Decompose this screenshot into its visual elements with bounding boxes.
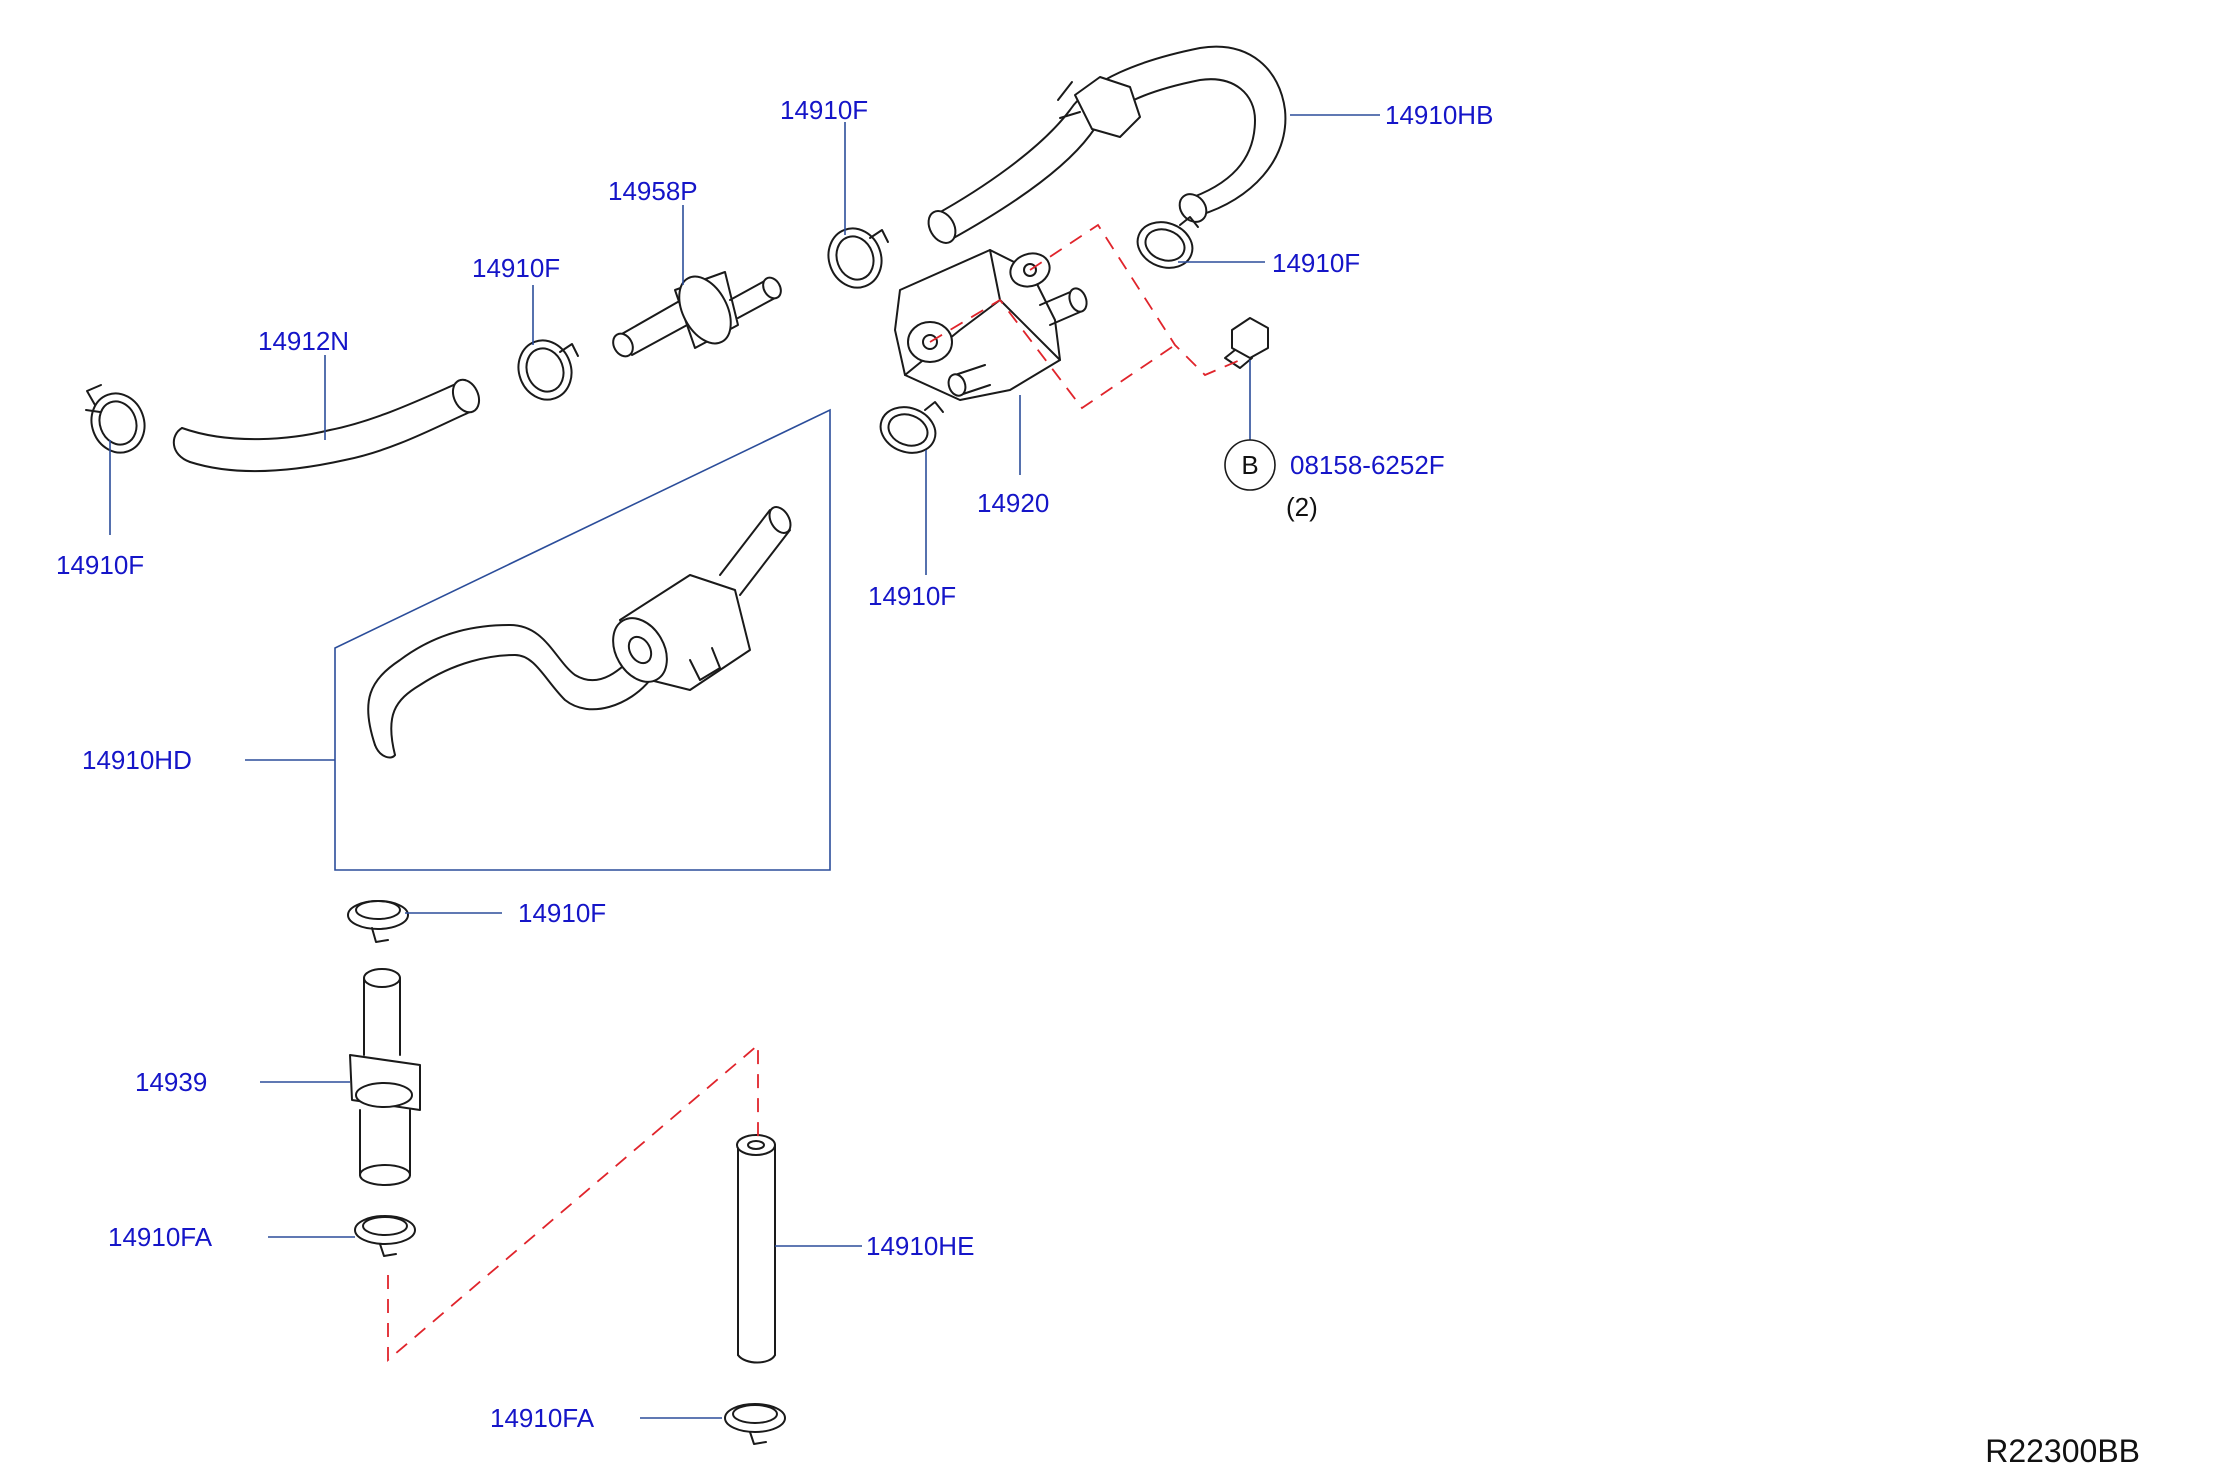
label-14910hd: 14910HD [82, 745, 192, 775]
bolt-callout-letter: B [1241, 450, 1258, 480]
label-14910f-valve: 14910F [868, 581, 956, 611]
connector-14939 [349, 968, 421, 1186]
hose-14910hd [367, 506, 792, 759]
clamp-top [827, 227, 889, 289]
clamp-low [347, 900, 409, 943]
label-14910he: 14910HE [866, 1231, 974, 1261]
clamp-fa-1 [354, 1215, 416, 1257]
label-14910f-top: 14910F [780, 95, 868, 125]
label-bolt-qty: (2) [1286, 492, 1318, 522]
clamp-valve [879, 401, 944, 454]
clamp-left [85, 384, 146, 454]
label-14920: 14920 [977, 488, 1049, 518]
label-14910f-mid: 14910F [472, 253, 560, 283]
dashed-link-valve-bolt [929, 223, 1241, 410]
label-14939: 14939 [135, 1067, 207, 1097]
bolt-callout-circle [1224, 439, 1276, 491]
solenoid-14920 [894, 249, 1088, 401]
label-14910f-right: 14910F [1272, 248, 1360, 278]
clamp-fa-2 [724, 1403, 786, 1445]
label-14910hb: 14910HB [1385, 100, 1493, 130]
label-14910f-left: 14910F [56, 550, 144, 580]
hose-14912n [172, 378, 481, 473]
label-08158-6252f: 08158-6252F [1290, 450, 1445, 480]
label-14958p: 14958P [608, 176, 698, 206]
label-14910fa-1: 14910FA [108, 1222, 213, 1252]
dashed-link-lower [387, 1043, 759, 1362]
label-14910f-low: 14910F [518, 898, 606, 928]
leader-lines [109, 114, 1380, 1419]
hose-14910hb [927, 45, 1287, 244]
label-14910fa-2: 14910FA [490, 1403, 595, 1433]
label-14912n: 14912N [258, 326, 349, 356]
valve-14958p [612, 271, 782, 358]
reference-code: R22300BB [1985, 1433, 2140, 1469]
clamp-right [1136, 216, 1199, 269]
hose-14910he [736, 1134, 776, 1364]
clamp-mid [517, 339, 579, 401]
bolt-08158 [1224, 317, 1269, 369]
